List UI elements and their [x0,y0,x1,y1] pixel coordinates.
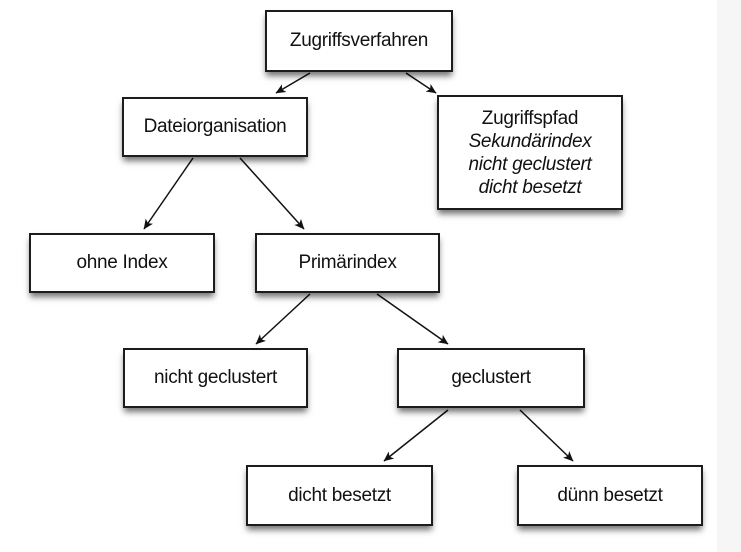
node-label: Primärindex [298,252,397,273]
node-label: nicht geclustert [154,367,277,388]
node-label-line-1: Zugriffspfad [481,107,579,129]
page-right-margin [717,0,741,552]
node-label: ohne Index [76,252,168,273]
edge-geclustert-duenn-besetzt [519,409,574,462]
node-label-line-2: Sekundärindex [468,130,592,152]
node-primaerindex: Primärindex [255,233,440,293]
edge-primaerindex-geclustert [376,293,449,345]
edge-geclustert-dicht-besetzt [383,409,449,462]
node-label: Zugriffsverfahren [289,30,429,51]
edge-zugriffsverfahren-zugriffspfad [405,72,437,94]
edge-primaerindex-nicht-geclustert [255,293,311,345]
node-zugriffsverfahren: Zugriffsverfahren [265,10,453,72]
edge-zugriffsverfahren-dateiorganisation [275,72,311,94]
node-duenn-besetzt: dünn besetzt [517,465,703,526]
node-label: dicht besetzt [288,484,391,506]
node-geclustert: geclustert [397,348,585,408]
node-label-line-3: nicht geclustert [468,153,592,175]
edge-dateiorganisation-ohne-index [143,157,194,230]
node-nicht-geclustert: nicht geclustert [123,348,308,408]
node-label: geclustert [451,367,531,388]
edge-dateiorganisation-primaerindex [239,157,305,230]
node-label: Dateiorganisation [143,116,287,137]
node-zugriffspfad: Zugriffspfad Sekundärindex nicht geclust… [437,95,623,210]
node-dateiorganisation: Dateiorganisation [122,97,308,157]
node-dicht-besetzt: dicht besetzt [246,465,433,526]
node-label-line-4: dicht besetzt [478,176,582,198]
node-ohne-index: ohne Index [29,233,215,293]
node-label: dünn besetzt [557,484,663,506]
